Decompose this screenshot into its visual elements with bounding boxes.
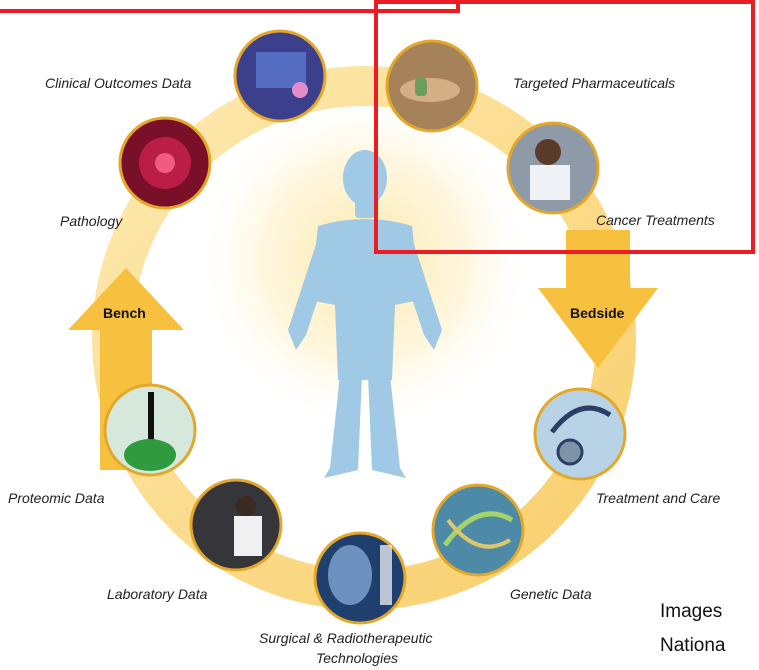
bench-arrow xyxy=(68,268,184,470)
genetic-photo xyxy=(431,483,525,577)
bench-label: Bench xyxy=(103,305,146,321)
bedside-label: Bedside xyxy=(570,305,625,321)
label-targeted-pharma: Targeted Pharmaceuticals xyxy=(513,75,676,91)
highlight-box-targeted-cancer xyxy=(374,0,755,254)
label-pathology: Pathology xyxy=(60,213,123,229)
credit-line-2: Nationa xyxy=(660,635,726,656)
label-laboratory: Laboratory Data xyxy=(107,586,208,602)
label-genetic: Genetic Data xyxy=(510,586,592,602)
label-surgical-line2: Technologies xyxy=(316,650,398,666)
label-surgical-line1: Surgical & Radiotherapeutic xyxy=(259,630,433,646)
label-clinical-outcomes: Clinical Outcomes Data xyxy=(45,75,192,91)
credit-line-1: Images xyxy=(660,601,723,622)
label-proteomic: Proteomic Data xyxy=(8,490,105,506)
bedside-arrow xyxy=(538,230,658,368)
label-cancer-treatments: Cancer Treatments xyxy=(596,212,715,228)
highlight-box-top-left xyxy=(0,0,460,13)
human-figure xyxy=(288,150,442,478)
label-treatment-care: Treatment and Care xyxy=(596,490,721,506)
treatment-care-photo xyxy=(533,387,627,481)
photo-details xyxy=(124,52,612,605)
